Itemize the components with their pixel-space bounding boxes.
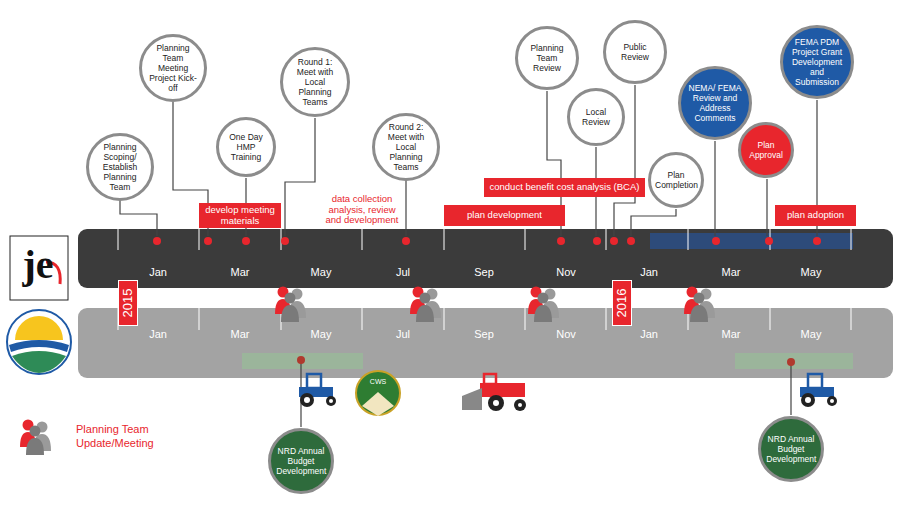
year-tag: 2016 bbox=[612, 280, 632, 326]
milestone-circle: NEMA/ FEMA Review and Address Comments bbox=[678, 66, 752, 140]
month-tick bbox=[688, 229, 689, 250]
month-tick bbox=[362, 229, 363, 250]
task-box: develop meeting materials bbox=[199, 203, 281, 228]
month-tick bbox=[770, 308, 771, 330]
milestone-circle: FEMA PDM Project Grant Development and S… bbox=[780, 25, 854, 99]
month-tick bbox=[199, 308, 200, 330]
month-label: Jul bbox=[396, 266, 410, 278]
timeline-band bbox=[650, 233, 853, 249]
month-label: May bbox=[801, 266, 822, 278]
timeline-band bbox=[242, 353, 363, 369]
milestone-circle: Planning Scoping/ Establish Planning Tea… bbox=[86, 133, 154, 201]
month-label: May bbox=[311, 328, 332, 340]
task-box: data collection analysis, review and dev… bbox=[321, 192, 403, 228]
milestone-circle: Planning Team Meeting Project Kick-off bbox=[139, 34, 207, 102]
month-tick bbox=[362, 308, 363, 330]
month-label: Sep bbox=[474, 266, 494, 278]
sun-logo bbox=[7, 310, 71, 374]
node-text: Public Review bbox=[611, 42, 659, 62]
milestone-circle: Planning Team Review bbox=[515, 26, 579, 90]
month-label: Jan bbox=[640, 266, 658, 278]
timeline-bar bbox=[78, 308, 893, 378]
month-label: Jan bbox=[640, 328, 658, 340]
milestone-circle: One Day HMP Training bbox=[216, 117, 276, 177]
node-text: develop meeting materials bbox=[202, 205, 278, 226]
month-tick bbox=[525, 229, 526, 250]
milestone-circle: NRD Annual Budget Development bbox=[758, 416, 824, 482]
month-label: Mar bbox=[722, 328, 741, 340]
node-text: data collection analysis, review and dev… bbox=[324, 194, 400, 225]
month-tick bbox=[199, 229, 200, 250]
month-tick bbox=[118, 229, 119, 250]
node-text: NEMA/ FEMA Review and Address Comments bbox=[687, 83, 743, 124]
node-text: NRD Annual Budget Development bbox=[766, 434, 816, 465]
node-text: Planning Team Meeting Project Kick-off bbox=[148, 43, 199, 94]
milestone-circle: Plan Approval bbox=[738, 122, 794, 178]
month-tick bbox=[525, 308, 526, 330]
task-box: conduct benefit cost analysis (BCA) bbox=[484, 178, 645, 197]
node-text: plan adoption bbox=[778, 210, 853, 220]
month-label: Mar bbox=[231, 266, 250, 278]
node-text: FEMA PDM Project Grant Development and S… bbox=[789, 37, 845, 88]
node-text: One Day HMP Training bbox=[224, 132, 269, 163]
node-text: 2016 bbox=[614, 289, 630, 318]
node-text: Plan Approval bbox=[745, 140, 787, 160]
month-ticks bbox=[118, 229, 851, 330]
legend-text: Planning Team Update/Meeting bbox=[76, 423, 166, 451]
year-tag: 2015 bbox=[118, 280, 138, 326]
month-label: Mar bbox=[231, 328, 250, 340]
milestone-circle: Round 1: Meet with Local Planning Teams bbox=[280, 47, 350, 117]
logo-text: je bbox=[22, 241, 53, 288]
node-text: conduct benefit cost analysis (BCA) bbox=[487, 182, 642, 192]
node-text: Round 2: Meet with Local Planning Teams bbox=[381, 122, 432, 173]
milestone-circle: Public Review bbox=[603, 20, 667, 84]
cws-badge bbox=[356, 371, 400, 416]
month-label: May bbox=[311, 266, 332, 278]
month-tick bbox=[444, 308, 445, 330]
milestone-circle: Plan Completion bbox=[648, 152, 704, 208]
month-tick bbox=[851, 308, 852, 330]
node-text: Planning Scoping/ Establish Planning Tea… bbox=[95, 142, 146, 193]
month-tick bbox=[851, 229, 852, 250]
month-label: Nov bbox=[556, 266, 576, 278]
node-text: plan development bbox=[447, 210, 562, 220]
milestone-dots bbox=[153, 237, 821, 366]
node-text: Local Review bbox=[574, 107, 618, 127]
month-label: Nov bbox=[556, 328, 576, 340]
je-logo bbox=[10, 236, 68, 300]
month-tick bbox=[606, 229, 607, 250]
node-text: Plan Completion bbox=[655, 170, 697, 190]
milestone-circle: NRD Annual Budget Development bbox=[268, 428, 334, 494]
month-label: Jan bbox=[149, 266, 167, 278]
month-label: Sep bbox=[474, 328, 494, 340]
month-label: Jan bbox=[149, 328, 167, 340]
timeline-bar bbox=[78, 229, 893, 288]
milestone-circle: Round 2: Meet with Local Planning Teams bbox=[372, 113, 440, 181]
month-label: Mar bbox=[722, 266, 741, 278]
legend-icon bbox=[20, 420, 51, 456]
month-label: May bbox=[801, 328, 822, 340]
node-text: 2015 bbox=[120, 289, 136, 318]
month-tick bbox=[444, 229, 445, 250]
month-label: Jul bbox=[396, 328, 410, 340]
combine-harvester bbox=[462, 374, 526, 411]
node-text: Planning Team Review bbox=[523, 43, 571, 74]
node-text: NRD Annual Budget Development bbox=[276, 446, 326, 477]
node-text: Round 1: Meet with Local Planning Teams bbox=[289, 57, 342, 108]
badge-text: CWS bbox=[370, 378, 386, 385]
task-box: plan development bbox=[444, 205, 565, 226]
month-tick bbox=[606, 308, 607, 330]
timeline-band bbox=[735, 353, 853, 369]
milestone-circle: Local Review bbox=[567, 88, 625, 146]
task-box: plan adoption bbox=[775, 205, 856, 226]
